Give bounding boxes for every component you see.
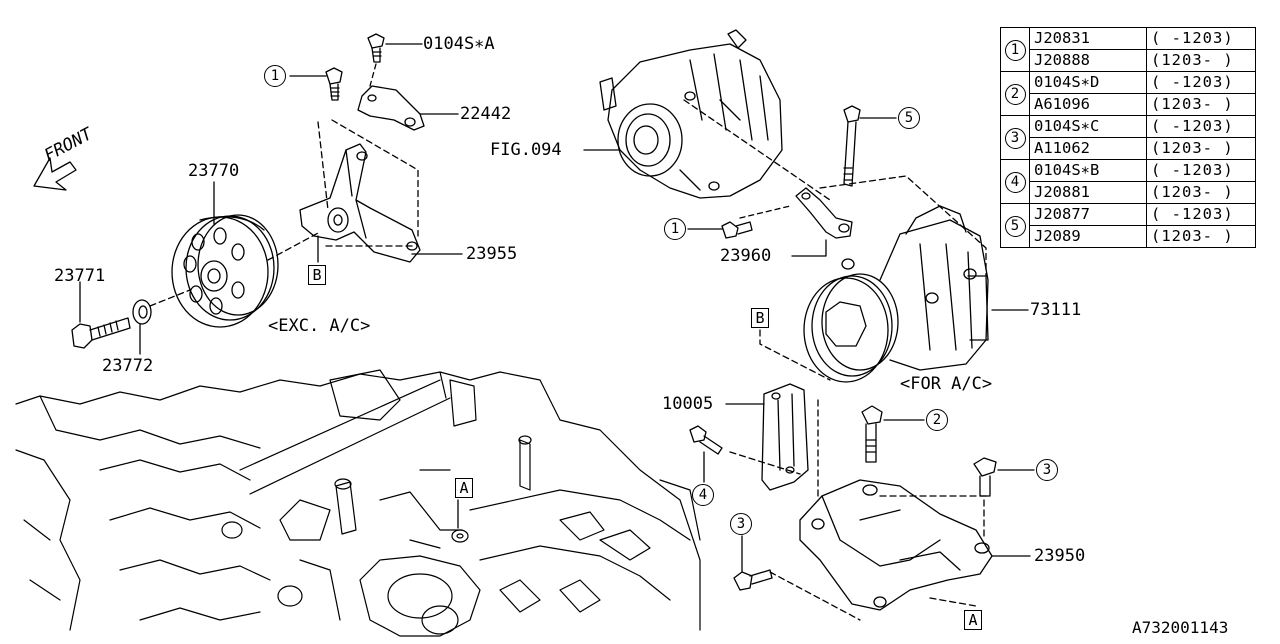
part-number-cell: J20888 [1029,49,1147,72]
part-number-cell: 0104S∗D [1029,71,1147,94]
engine-block-drawing [16,370,700,636]
compressor-73111-drawing [804,206,988,382]
part-number-cell: 0104S∗C [1029,115,1147,138]
ref-number-cell: 1 [1000,27,1030,72]
part-number-cell: A11062 [1029,137,1147,160]
callout-3-right: 3 [1036,459,1058,481]
date-range-cell: ( -1203) [1146,159,1256,182]
bracket-23950-drawing [800,480,992,610]
callout-5: 5 [898,107,920,129]
bracket-22442-drawing [358,86,424,130]
ref-number: 2 [1004,83,1026,105]
bolt-callout-2-drawing [862,406,882,462]
ref-box-b-right: B [751,308,769,328]
table-row: A11062(1203- ) [1001,137,1256,160]
bolt-callout-3-left-drawing [734,570,772,590]
table-row: J20881(1203- ) [1001,181,1256,204]
bolt-callout-1-drawing [326,68,342,100]
label-23772: 23772 [102,356,154,376]
table-row: A61096(1203- ) [1001,93,1256,116]
ref-box-b-left: B [308,265,326,285]
part-number-cell: J20831 [1029,27,1147,50]
callout-1-mid: 1 [664,218,686,240]
bolt-23771-drawing [72,318,130,348]
date-range-cell: ( -1203) [1146,71,1256,94]
label-23950: 23950 [1034,546,1086,566]
label-23771: 23771 [54,266,106,286]
label-0104s-a: 0104S∗A [423,34,495,54]
part-number-cell: A61096 [1029,93,1147,116]
leader-lines-left [80,44,462,354]
date-range-cell: (1203- ) [1146,93,1256,116]
label-for-ac: <FOR A/C> [900,374,993,394]
table-row: J20888(1203- ) [1001,49,1256,72]
label-23955: 23955 [466,244,518,264]
label-exc-ac: <EXC. A/C> [268,316,371,336]
callout-1-top: 1 [264,65,286,87]
ref-box-a-engine: A [455,478,473,498]
bolt-callout-5-drawing [844,106,860,186]
callout-2: 2 [926,409,948,431]
bolt-callout-3-right-drawing [974,458,996,496]
part-number-cell: J20881 [1029,181,1147,204]
part-number-cell: 0104S∗B [1029,159,1147,182]
date-range-cell: (1203- ) [1146,225,1256,248]
table-row: J2089(1203- ) [1001,225,1256,248]
bracket-10005-drawing [762,384,808,490]
ref-number-cell: 3 [1000,115,1030,160]
pulley-23770-drawing [172,215,278,327]
part-number-cell: J2089 [1029,225,1147,248]
bolt-callout-4-drawing [690,426,722,454]
date-range-cell: ( -1203) [1146,115,1256,138]
ref-box-a-bottom: A [964,610,982,630]
ref-number-cell: 4 [1000,159,1030,204]
alternator-fig094-drawing [600,30,782,198]
label-23770: 23770 [188,161,240,181]
bracket-23960-drawing [796,188,852,238]
ref-number: 1 [1004,39,1026,61]
label-73111: 73111 [1030,300,1082,320]
bolt-0104s-a-drawing [368,34,384,62]
ref-number: 5 [1004,215,1026,237]
figure-id: A732001143 [1132,618,1229,637]
date-range-cell: (1203- ) [1146,181,1256,204]
date-range-cell: ( -1203) [1146,27,1256,50]
ref-number: 4 [1004,171,1026,193]
part-number-cell: J20877 [1029,203,1147,226]
date-range-cell: (1203- ) [1146,49,1256,72]
label-23960: 23960 [720,246,772,266]
label-fig-094: FIG.094 [490,140,562,160]
bolt-callout-1-mid-drawing [722,222,752,238]
ref-number: 3 [1004,127,1026,149]
ref-number-cell: 2 [1000,71,1030,116]
callout-3-left: 3 [730,513,752,535]
label-10005: 10005 [662,394,714,414]
washer-23772-drawing [133,300,151,324]
bracket-23955-drawing [300,144,420,262]
date-range-cell: ( -1203) [1146,203,1256,226]
ref-number-cell: 5 [1000,203,1030,248]
date-range-cell: (1203- ) [1146,137,1256,160]
front-arrow-icon [34,158,76,190]
label-22442: 22442 [460,104,512,124]
callout-4: 4 [692,484,714,506]
